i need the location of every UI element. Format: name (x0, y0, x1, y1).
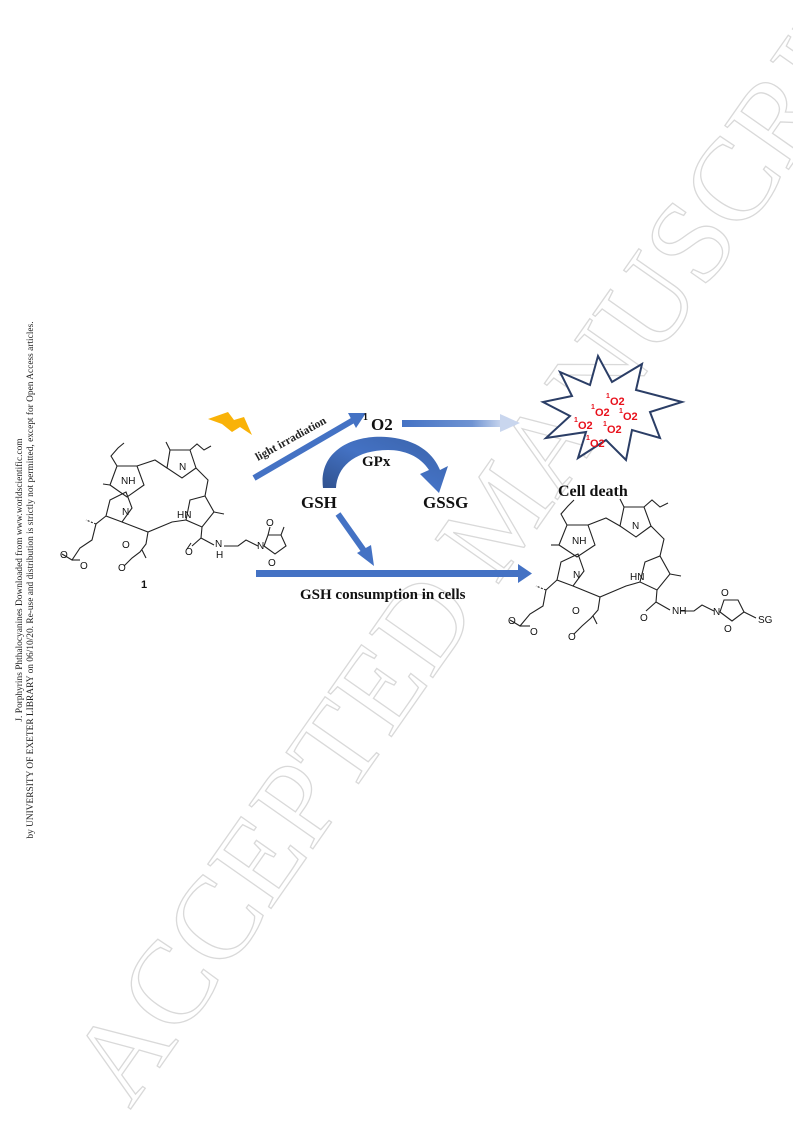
atom-o-10: O (724, 624, 732, 635)
sg-label: SG (758, 615, 773, 626)
compound-1-structure (61, 441, 287, 567)
atom-o-13: O (572, 606, 580, 617)
conversion-arrow-shaft (256, 570, 521, 577)
oxygen-1: O2 (610, 396, 625, 408)
atom-o-12: O (508, 616, 516, 627)
atom-hn-2: HN (630, 572, 644, 583)
atom-o-9: O (721, 588, 729, 599)
atom-o-1: O (185, 547, 193, 558)
gssg-label: GSSG (423, 493, 468, 512)
cell-death-burst (540, 353, 686, 463)
atom-o-2: O (266, 518, 274, 529)
lightning-bolt-icon (208, 412, 252, 435)
atom-o-5: O (60, 550, 68, 561)
atom-o-3: O (268, 558, 276, 569)
atom-o-14: O (568, 632, 576, 643)
singlet-oxygen-cluster: 1 O2 1 O2 1 O2 1 O2 1 O2 1 O2 (574, 393, 638, 450)
gsh-consumption-arrow (335, 512, 370, 557)
oxygen-5-sup: 1 (603, 421, 607, 428)
atom-nh-3: NH (672, 606, 686, 617)
cell-death-label: Cell death (558, 483, 628, 500)
atom-n-2: N (122, 507, 129, 518)
compound-number: 1 (141, 579, 147, 591)
oxygen-to-cell-arrowhead (500, 414, 520, 432)
gpx-curved-arrow (322, 436, 448, 493)
atom-o-11: O (530, 627, 538, 638)
atom-o-6: O (122, 540, 130, 551)
atom-n-1: N (179, 462, 186, 473)
product-atoms: NH N HN N O NH N O O O O O O (508, 521, 732, 643)
gsh-label: GSH (301, 493, 337, 512)
light-irradiation-arrow (252, 415, 359, 481)
oxygen-4: O2 (578, 420, 593, 432)
oxygen-to-cell-arrow-shaft (402, 420, 502, 427)
atom-o-8: O (640, 613, 648, 624)
singlet-oxygen-superscript: 1 (363, 412, 368, 423)
atom-o-4: O (80, 561, 88, 572)
oxygen-6-sup: 1 (586, 435, 590, 442)
atom-nh-1: NH (121, 476, 135, 487)
oxygen-3-sup: 1 (619, 408, 623, 415)
atom-h-1: H (216, 550, 223, 561)
oxygen-6: O2 (590, 438, 605, 450)
atom-o-7: O (118, 563, 126, 574)
compound-1-atoms: NH N HN N O N H N O O O O O O (60, 462, 276, 574)
atom-n-3: N (215, 539, 222, 550)
gsh-consumption-arrowhead (357, 545, 374, 566)
singlet-oxygen-label: O2 (371, 415, 393, 434)
oxygen-4-sup: 1 (574, 417, 578, 424)
oxygen-1-sup: 1 (606, 393, 610, 400)
atom-hn-1: HN (177, 510, 191, 521)
atom-n-7: N (713, 607, 720, 618)
conversion-arrowhead (518, 564, 532, 583)
product-structure (509, 498, 757, 635)
atom-n-6: N (573, 570, 580, 581)
atom-nh-2: NH (572, 536, 586, 547)
oxygen-2: O2 (595, 407, 610, 419)
oxygen-2-sup: 1 (591, 404, 595, 411)
oxygen-3: O2 (623, 411, 638, 423)
gsh-consumption-label: GSH consumption in cells (300, 587, 466, 603)
oxygen-5: O2 (607, 424, 622, 436)
atom-n-4: N (257, 541, 264, 552)
light-irradiation-arrowhead (348, 413, 366, 428)
watermark-text: ACCEPTED MANUSCRIPT (44, 0, 793, 1121)
gpx-label: GPx (362, 454, 391, 470)
atom-n-5: N (632, 521, 639, 532)
